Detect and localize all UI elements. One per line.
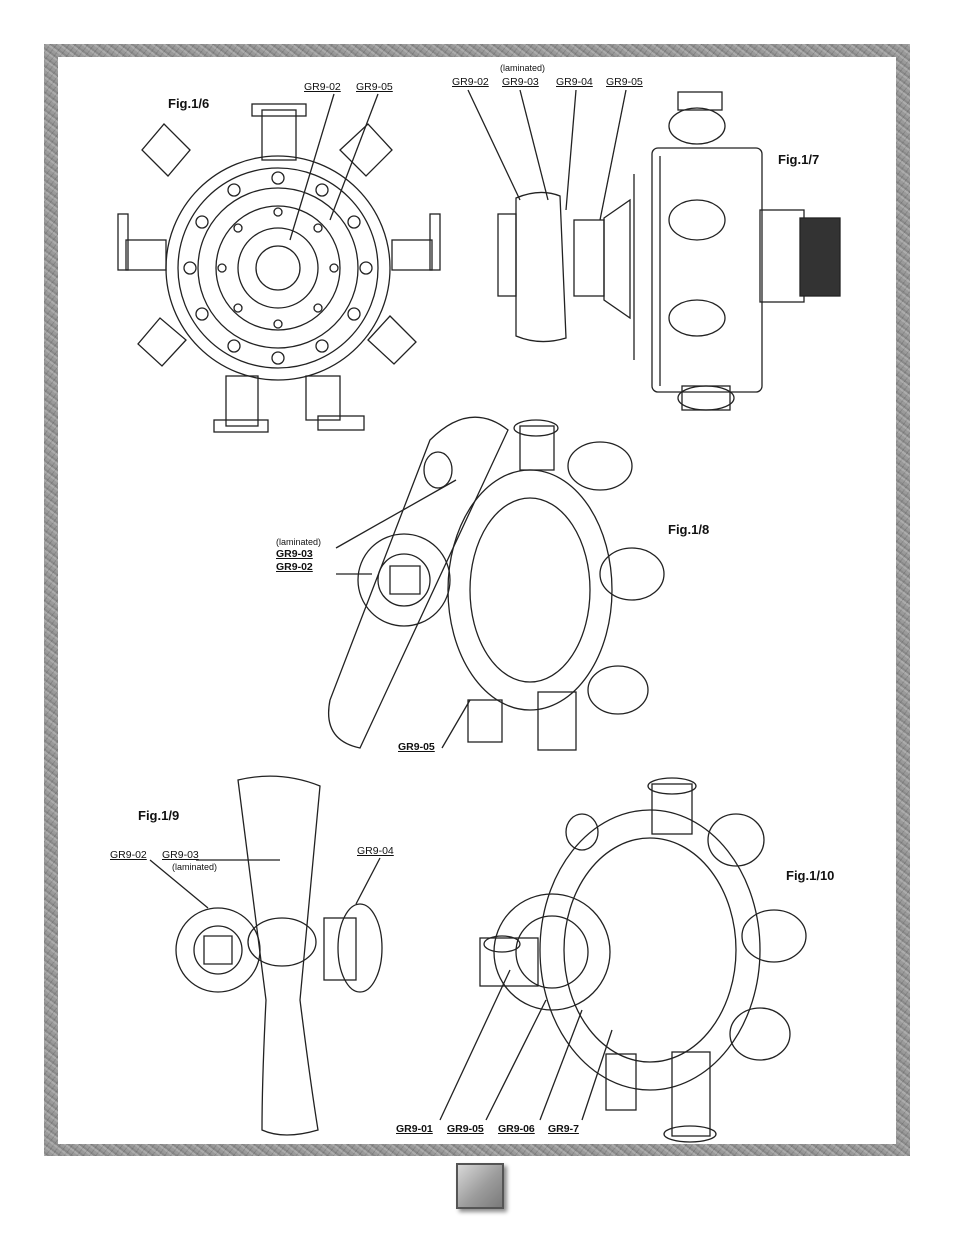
fig9-part-gr9-04: GR9-04	[357, 846, 394, 857]
fig6-part-gr9-02: GR9-02	[304, 82, 341, 93]
fig8-part-gr9-03: GR9-03	[276, 549, 313, 560]
fig10-part-gr9-05: GR9-05	[447, 1124, 484, 1135]
fig8-engine-perspective	[329, 417, 664, 750]
fig9-part-gr9-03: GR9-03	[162, 850, 199, 861]
fig10-engine-perspective	[480, 778, 806, 1142]
fig6-leader-gr9-05	[330, 94, 378, 220]
fig6-hub	[256, 246, 300, 290]
fig10-part-gr9-01: GR9-01	[396, 1124, 433, 1135]
fig7-rear-gear	[800, 218, 840, 296]
fig7-top-cylinder-head	[669, 108, 725, 144]
fig10-part-gr9-06: GR9-06	[498, 1124, 535, 1135]
fig7-label: Fig.1/7	[778, 152, 819, 167]
fig9-laminated-note: (laminated)	[172, 863, 217, 872]
fig7-part-gr9-05: GR9-05	[606, 77, 643, 88]
fig10-front-plate	[494, 894, 610, 1010]
fig8-label: Fig.1/8	[668, 522, 709, 537]
fig6-label: Fig.1/6	[168, 96, 209, 111]
fig7-crankcase	[652, 148, 762, 392]
fig9-propeller-assembly	[176, 776, 382, 1135]
fig6-part-gr9-05: GR9-05	[356, 82, 393, 93]
fig9-hub-plate	[176, 908, 260, 992]
fig7-part-gr9-03: GR9-03	[502, 77, 539, 88]
fig8-laminated-note: (laminated)	[276, 538, 321, 547]
fig9-label: Fig.1/9	[138, 808, 179, 823]
fig8-part-gr9-02: GR9-02	[276, 562, 313, 573]
fig7-propeller-hub	[516, 192, 566, 341]
fig7-engine-side-view	[498, 92, 840, 410]
fig10-part-gr9-7: GR9-7	[548, 1124, 579, 1135]
fig8-part-gr9-05: GR9-05	[398, 742, 435, 753]
page-number-box	[456, 1163, 504, 1209]
fig6-cylinders	[118, 104, 440, 432]
fig10-crankcase	[540, 810, 760, 1090]
fig6-crankcase-outer	[166, 156, 390, 380]
fig6-bolt-ring	[184, 172, 372, 364]
fig9-propeller-blade	[238, 776, 320, 1135]
fig7-part-gr9-04: GR9-04	[556, 77, 593, 88]
fig8-hub-plate	[358, 534, 450, 626]
fig7-part-gr9-02: GR9-02	[452, 77, 489, 88]
fig10-label: Fig.1/10	[786, 868, 834, 883]
fig9-part-gr9-02: GR9-02	[110, 850, 147, 861]
fig9-gr9-04-spacer	[338, 904, 382, 992]
fig7-laminated-note: (laminated)	[500, 64, 545, 73]
fig6-radial-engine-front-view	[118, 104, 440, 432]
fig8-propeller-blade	[329, 417, 508, 748]
